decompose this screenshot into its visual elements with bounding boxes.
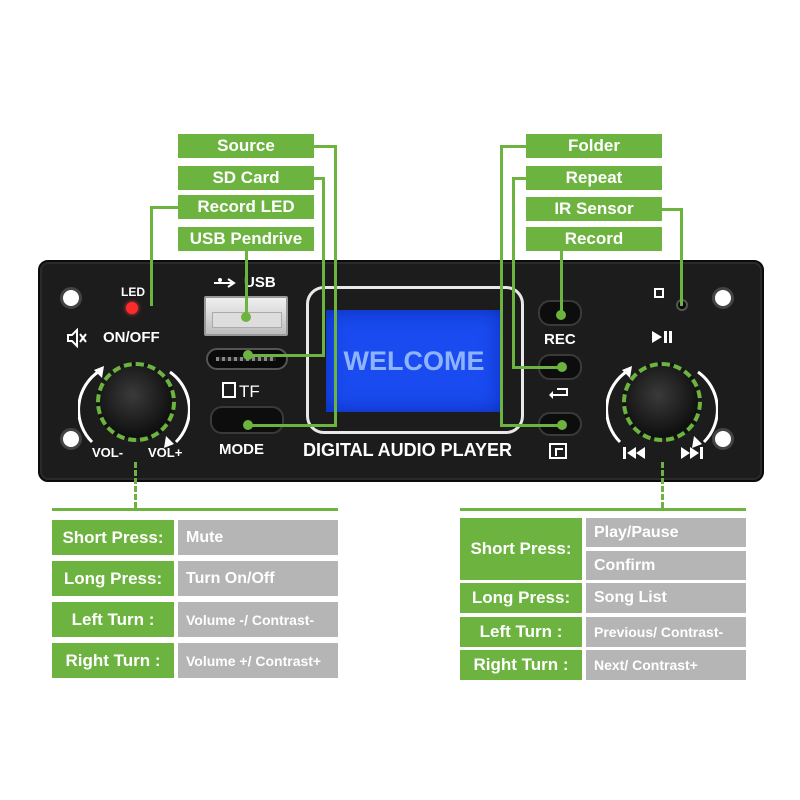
ir-icon	[654, 288, 664, 298]
previous-icon	[622, 446, 646, 460]
led-label: LED	[121, 285, 145, 299]
connector	[512, 366, 562, 369]
connector	[248, 424, 337, 427]
callout-record: Record	[526, 227, 662, 251]
left-result-cell: Turn On/Off	[178, 561, 338, 596]
lcd-frame	[306, 286, 524, 434]
play-pause-icon	[650, 330, 674, 344]
connector-dot	[241, 312, 251, 322]
connector	[248, 354, 325, 357]
connector	[314, 145, 336, 148]
tf-label: TF	[239, 382, 260, 401]
connector	[334, 145, 337, 427]
navigation-knob[interactable]	[622, 362, 702, 442]
mute-icon	[66, 327, 90, 349]
connector	[500, 145, 503, 427]
left-result-cell: Mute	[178, 520, 338, 555]
right-action-cell: Long Press:	[460, 583, 582, 613]
connector	[662, 208, 682, 211]
table-row: Right Turn : Volume +/ Contrast+	[52, 643, 338, 678]
rec-label: REC	[544, 331, 576, 348]
connector-dot	[557, 420, 567, 430]
lcd-screen: WELCOME	[326, 310, 502, 412]
callout-source: Source	[178, 134, 314, 158]
connector-dot	[243, 350, 253, 360]
callout-repeat: Repeat	[526, 166, 662, 190]
table-row: Short Press: Play/Pause Confirm	[460, 518, 746, 580]
usb-label: USB	[244, 274, 276, 291]
navigation-arrows-icon	[606, 366, 718, 448]
connector	[661, 462, 664, 508]
connector	[680, 208, 683, 306]
lcd-text: WELCOME	[343, 345, 485, 376]
right-result-cell: Confirm	[586, 551, 746, 580]
left-action-cell: Right Turn :	[52, 643, 174, 678]
repeat-icon	[549, 385, 571, 401]
mount-hole-top-right	[712, 287, 734, 309]
mount-hole-bottom-right	[712, 428, 734, 450]
folder-button[interactable]	[538, 412, 582, 436]
right-result-cell: Song List	[586, 583, 746, 613]
connector	[322, 177, 325, 357]
right-action-cell: Right Turn :	[460, 650, 582, 680]
folder-icon	[549, 443, 567, 459]
left-action-cell: Short Press:	[52, 520, 174, 555]
vol-plus-label: VOL+	[148, 445, 183, 460]
callout-usb-pendrive: USB Pendrive	[178, 227, 314, 251]
vol-minus-label: VOL-	[92, 445, 124, 460]
usb-icon	[214, 276, 236, 288]
left-action-cell: Left Turn :	[52, 602, 174, 637]
table-row: Left Turn : Previous/ Contrast-	[460, 617, 746, 647]
right-action-cell: Short Press:	[460, 518, 582, 580]
mount-hole-top-left	[60, 287, 82, 309]
table-row: Right Turn : Next/ Contrast+	[460, 650, 746, 680]
connector	[560, 251, 563, 315]
connector-dot	[556, 310, 566, 320]
connector	[52, 508, 338, 511]
volume-knob[interactable]	[96, 362, 176, 442]
volume-arrows-icon	[78, 366, 190, 448]
connector	[500, 424, 562, 427]
mount-hole-bottom-left	[60, 428, 82, 450]
right-result-cell: Next/ Contrast+	[586, 650, 746, 680]
callout-record-led: Record LED	[178, 195, 314, 219]
right-result-cell: Play/Pause	[586, 518, 746, 547]
table-row: Long Press: Song List	[460, 583, 746, 613]
table-row: Left Turn : Volume -/ Contrast-	[52, 602, 338, 637]
connector	[245, 251, 248, 317]
right-result-cell: Previous/ Contrast-	[586, 617, 746, 647]
left-result-cell: Volume +/ Contrast+	[178, 643, 338, 678]
right-action-cell: Left Turn :	[460, 617, 582, 647]
connector	[460, 508, 746, 511]
callout-folder: Folder	[526, 134, 662, 158]
tf-card-icon	[222, 382, 236, 398]
table-row: Short Press: Mute	[52, 520, 338, 555]
mode-label: MODE	[219, 441, 264, 458]
next-icon	[680, 446, 704, 460]
table-row: Long Press: Turn On/Off	[52, 561, 338, 596]
connector	[512, 177, 526, 180]
callout-ir-sensor: IR Sensor	[526, 197, 662, 221]
left-action-cell: Long Press:	[52, 561, 174, 596]
connector	[150, 206, 153, 306]
left-result-cell: Volume -/ Contrast-	[178, 602, 338, 637]
connector-dot	[557, 362, 567, 372]
on-off-label: ON/OFF	[103, 329, 160, 346]
record-led-indicator	[126, 302, 138, 314]
device-title: DIGITAL AUDIO PLAYER	[303, 440, 513, 460]
connector	[152, 206, 178, 209]
connector-dot	[243, 420, 253, 430]
connector	[512, 177, 515, 369]
connector	[134, 462, 137, 508]
connector	[500, 145, 526, 148]
callout-sd-card: SD Card	[178, 166, 314, 190]
connector	[314, 177, 324, 180]
